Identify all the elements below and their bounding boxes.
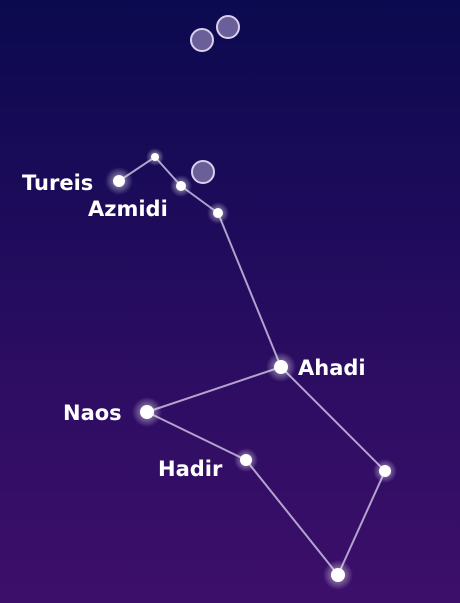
planet-upper-left	[190, 28, 214, 52]
star-lower-neck	[207, 202, 229, 224]
star-right	[373, 459, 397, 483]
constellation-lines	[118, 156, 386, 576]
label-azmidi: Azmidi	[88, 197, 168, 221]
star-azmidi	[170, 175, 192, 197]
star-bottom	[323, 560, 353, 590]
star-labels: Tureis Azmidi Ahadi Naos Hadir	[22, 171, 366, 481]
label-ahadi: Ahadi	[298, 356, 366, 380]
line-hadir-bottom	[245, 459, 339, 576]
star-tureis	[105, 167, 133, 195]
stars	[105, 148, 397, 590]
planet-upper-right	[216, 15, 240, 39]
star-ahadi	[266, 352, 296, 382]
line-bottom-right	[337, 470, 386, 576]
line-lower-ahadi	[217, 212, 282, 368]
planet-near-azmidi	[191, 160, 215, 184]
label-tureis: Tureis	[22, 171, 93, 195]
label-hadir: Hadir	[158, 457, 223, 481]
line-ahadi-naos	[146, 366, 282, 413]
line-right-ahadi	[280, 366, 386, 472]
star-top	[146, 148, 164, 166]
star-hadir	[234, 448, 258, 472]
label-naos: Naos	[63, 401, 122, 425]
planets	[190, 15, 240, 184]
line-naos-hadir	[146, 411, 247, 461]
star-naos	[132, 397, 162, 427]
